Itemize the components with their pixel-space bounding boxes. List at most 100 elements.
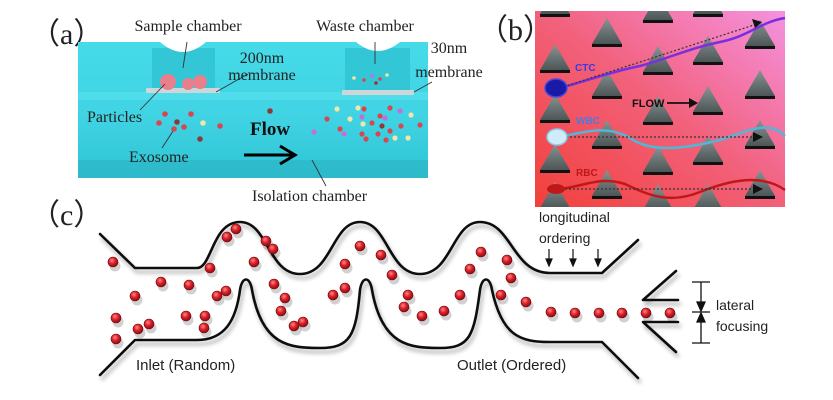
particle xyxy=(107,256,119,268)
wbc-trajectory: WBC xyxy=(546,116,786,150)
particle xyxy=(297,316,309,328)
particle xyxy=(475,246,487,258)
particle xyxy=(221,231,233,243)
pillar-base xyxy=(745,46,775,49)
ctc-label: CTC xyxy=(575,63,596,74)
flow-arrow-icon xyxy=(244,144,298,166)
particle xyxy=(155,276,167,288)
particle xyxy=(220,285,232,297)
pillar-post xyxy=(540,182,570,208)
pillar-post xyxy=(540,94,570,120)
particle xyxy=(275,305,287,317)
ordering-label: ordering xyxy=(539,230,590,246)
panel-a: （a） xyxy=(30,18,483,205)
pillar-post xyxy=(643,146,673,172)
pillar-base xyxy=(592,44,622,47)
particle xyxy=(110,333,122,345)
particle xyxy=(416,310,428,322)
waste-chamber-label: Waste chamber xyxy=(316,18,414,35)
focused-particles xyxy=(107,223,678,349)
particle xyxy=(339,258,351,270)
pillar-base xyxy=(745,146,775,149)
flow-arrow-b-icon xyxy=(667,98,698,108)
pillar-post xyxy=(643,96,673,122)
top-wall xyxy=(98,220,640,276)
particle xyxy=(339,282,351,294)
particle xyxy=(398,301,410,313)
exosome-label: Exosome xyxy=(129,149,189,166)
pillar-post xyxy=(592,120,622,146)
lateral-focusing-bracket-icon xyxy=(692,281,710,344)
particle xyxy=(143,318,155,330)
outlet-lower-wall xyxy=(641,320,680,354)
sample-chamber xyxy=(146,42,220,93)
panel-b-top-edge xyxy=(530,0,790,11)
pillar-post xyxy=(540,44,570,70)
waste-chamber xyxy=(342,42,414,95)
panel-c: （c） longitudinal orderi xyxy=(30,199,768,380)
particle xyxy=(211,290,223,302)
pillar-base xyxy=(693,62,723,65)
particle xyxy=(288,320,300,332)
outlet-upper-wall xyxy=(641,269,680,302)
pillar-base xyxy=(540,120,570,123)
pillar-post xyxy=(592,18,622,44)
channel-top-edge xyxy=(78,92,428,100)
particle xyxy=(505,272,517,284)
particle xyxy=(386,269,398,281)
longitudinal-label: longitudinal xyxy=(539,209,610,225)
exosome-dots-right xyxy=(311,105,423,143)
membrane-30nm xyxy=(342,90,414,95)
pillar-base xyxy=(693,112,723,115)
pillar-base xyxy=(745,196,775,199)
particle-large xyxy=(193,75,207,89)
particle xyxy=(464,263,476,275)
particle xyxy=(279,292,291,304)
particle xyxy=(110,312,122,324)
pillar-base xyxy=(592,146,622,149)
pillar-post xyxy=(540,144,570,170)
particle xyxy=(180,310,192,322)
pillar-base xyxy=(693,14,723,17)
particle xyxy=(248,256,260,268)
particle xyxy=(199,310,211,322)
ctc-trajectory: CTC xyxy=(544,16,786,98)
longitudinal-arrows-icon xyxy=(545,249,602,268)
pillar-post xyxy=(693,36,723,62)
flow-text-b: FLOW xyxy=(632,98,665,110)
particle xyxy=(569,307,581,319)
pillar-base xyxy=(592,196,622,199)
outlet-label: Outlet (Ordered) xyxy=(457,357,566,374)
flow-label: Flow xyxy=(250,119,290,140)
focusing-label: focusing xyxy=(716,318,768,334)
channel-bottom-edge xyxy=(78,160,428,178)
particle xyxy=(129,290,141,302)
particle xyxy=(454,289,466,301)
particle xyxy=(616,307,628,319)
inlet-label: Inlet (Random) xyxy=(136,357,235,374)
particle xyxy=(183,279,195,291)
particle xyxy=(375,249,387,261)
bottom-wall xyxy=(98,278,640,380)
pillar-post xyxy=(592,70,622,96)
pillar-base xyxy=(540,170,570,173)
pillar-post xyxy=(745,20,775,46)
isolation-chamber-label: Isolation chamber xyxy=(252,188,368,205)
particle xyxy=(260,235,272,247)
panel-c-label: （c） xyxy=(30,199,103,232)
particle-large xyxy=(160,74,176,90)
pillar-base xyxy=(643,72,673,75)
particle xyxy=(640,307,652,319)
particle xyxy=(132,323,144,335)
pillar-post xyxy=(745,170,775,196)
membrane-200-label: membrane xyxy=(228,67,296,84)
particle xyxy=(268,278,280,290)
exosome-dots-left xyxy=(156,108,273,142)
wbc-cell xyxy=(546,128,568,146)
membrane-30-size: 30nm xyxy=(431,40,468,57)
pillar-base xyxy=(643,20,673,23)
particle xyxy=(267,243,279,255)
pillar-base xyxy=(540,14,570,17)
pillar-base xyxy=(643,172,673,175)
particle-large xyxy=(182,78,194,90)
